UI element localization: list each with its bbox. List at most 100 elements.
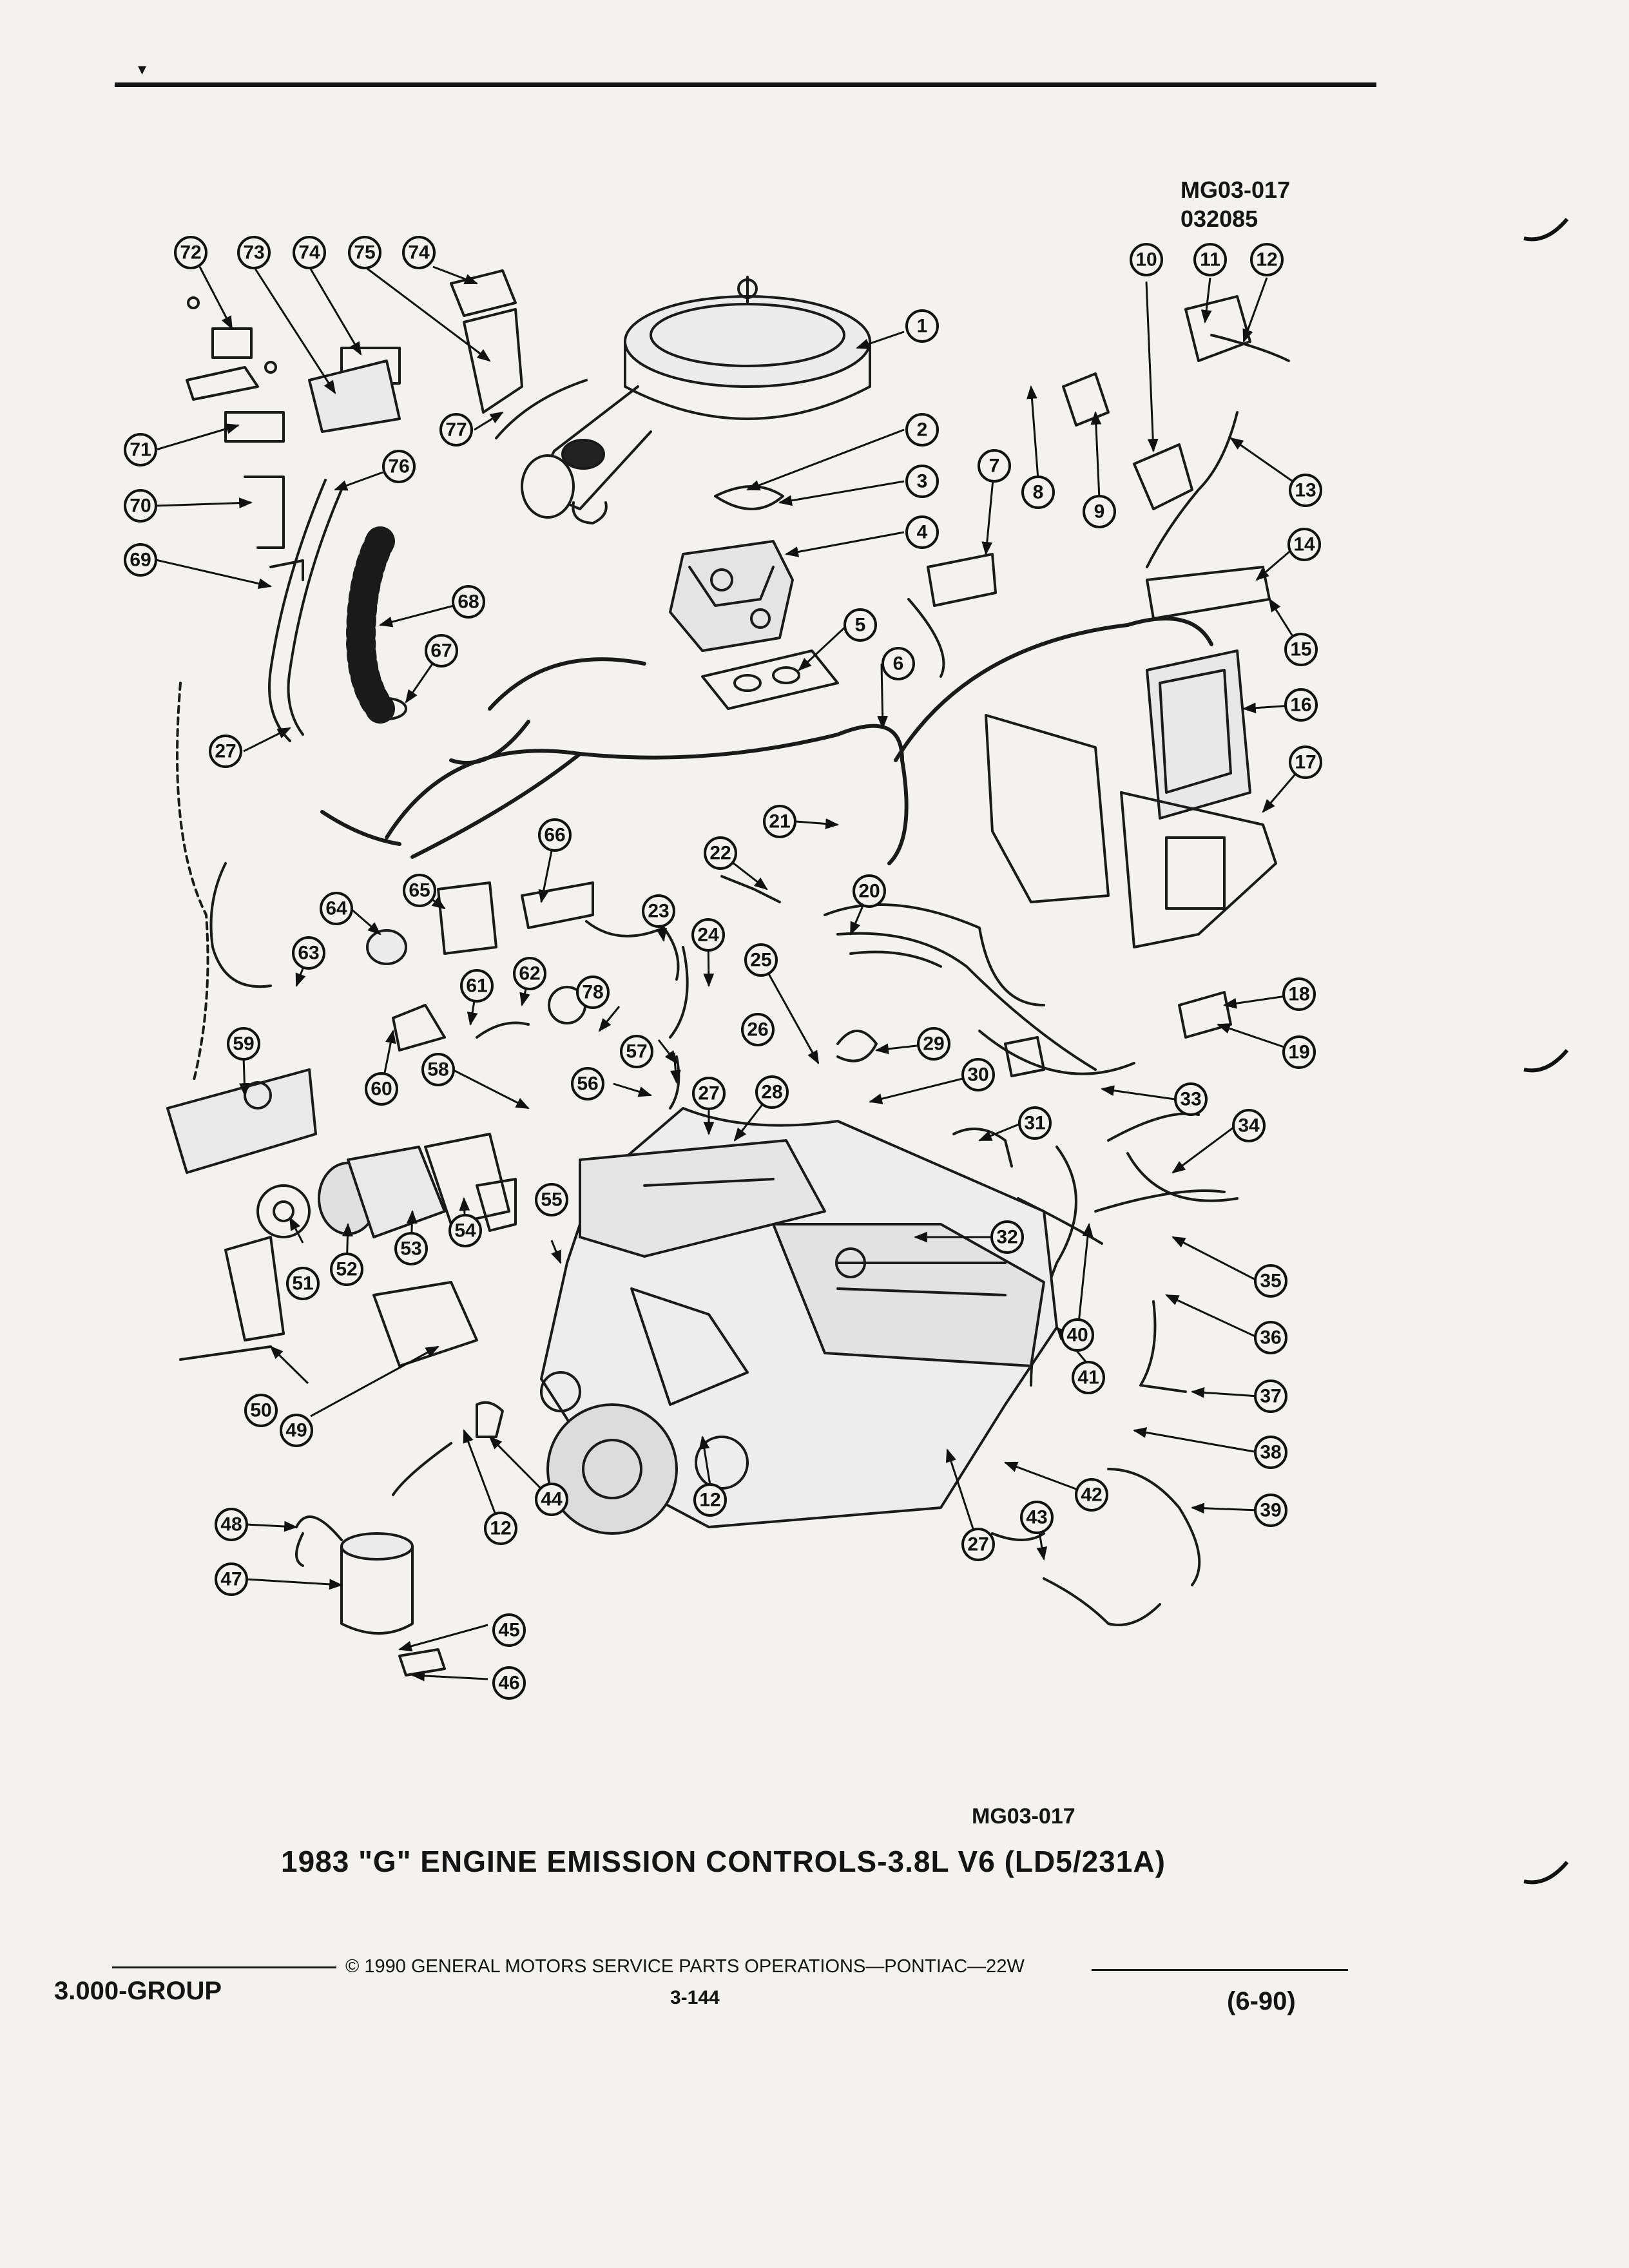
air-cleaner-drawing	[521, 276, 871, 524]
stray-mark: ▾	[138, 59, 147, 79]
footer-page-number: 3-144	[670, 1987, 720, 2008]
callout-27-left: 27	[215, 741, 236, 762]
callout-74-right: 74	[408, 242, 430, 264]
callout-33: 33	[1180, 1089, 1201, 1110]
callout-36: 36	[1260, 1327, 1281, 1349]
callout-20: 20	[858, 881, 880, 902]
callout-75: 75	[354, 242, 375, 264]
callout-9: 9	[1094, 501, 1105, 523]
callout-71: 71	[130, 439, 151, 461]
callout-32: 32	[996, 1227, 1017, 1248]
callout-61: 61	[466, 975, 487, 997]
callout-11: 11	[1200, 249, 1220, 271]
callout-59: 59	[233, 1033, 254, 1055]
leader-lines	[155, 265, 1307, 1682]
engine-block-drawing	[540, 1107, 1058, 1535]
callout-60: 60	[371, 1079, 392, 1100]
callout-35: 35	[1260, 1271, 1281, 1292]
callout-44: 44	[541, 1489, 563, 1510]
callout-40: 40	[1066, 1325, 1088, 1346]
callout-24: 24	[697, 925, 719, 946]
header-reference: MG03-017 032085	[1181, 175, 1290, 233]
callout-23: 23	[648, 901, 669, 922]
callout-37: 37	[1260, 1386, 1281, 1407]
callout-3: 3	[917, 471, 928, 492]
margin-mark-3	[1523, 1861, 1569, 1885]
callout-39: 39	[1260, 1500, 1281, 1521]
callout-26: 26	[747, 1019, 768, 1041]
callout-62: 62	[519, 963, 540, 985]
top-left-parts-drawing	[186, 269, 588, 581]
callout-34: 34	[1238, 1115, 1260, 1137]
callout-4: 4	[917, 522, 928, 543]
illustration	[166, 269, 1290, 1677]
callout-48: 48	[220, 1514, 242, 1535]
carburetor-drawing	[669, 485, 839, 710]
callout-15: 15	[1290, 639, 1311, 660]
footer-date: (6-90)	[1227, 1987, 1296, 2015]
figure-title: 1983 "G" ENGINE EMISSION CONTROLS-3.8L V…	[281, 1845, 1166, 1878]
footer-group: 3.000-GROUP	[54, 1977, 222, 2005]
callout-42: 42	[1081, 1485, 1102, 1506]
callout-27-center: 27	[698, 1083, 719, 1104]
footer-copyright: © 1990 GENERAL MOTORS SERVICE PARTS OPER…	[345, 1956, 1025, 1977]
callout-49: 49	[285, 1420, 307, 1441]
callout-29: 29	[923, 1033, 944, 1055]
callout-64: 64	[325, 898, 347, 919]
callout-76: 76	[388, 456, 409, 477]
callout-22: 22	[709, 843, 731, 864]
margin-mark-2	[1523, 1049, 1569, 1073]
callout-47: 47	[220, 1569, 242, 1590]
callout-52: 52	[336, 1259, 357, 1280]
callout-10: 10	[1135, 249, 1157, 271]
callout-63: 63	[298, 943, 319, 964]
callout-38: 38	[1260, 1442, 1281, 1463]
callout-18: 18	[1288, 984, 1309, 1005]
callout-69: 69	[130, 550, 151, 571]
header-ref-code: MG03-017	[1181, 177, 1291, 203]
callout-8: 8	[1033, 482, 1044, 503]
callout-31: 31	[1024, 1113, 1045, 1134]
callout-30: 30	[967, 1064, 988, 1086]
callout-66: 66	[544, 825, 565, 846]
callout-72: 72	[180, 242, 201, 264]
callout-5: 5	[855, 615, 866, 636]
convoluted-hose-drawing	[346, 526, 407, 724]
callout-77: 77	[445, 419, 467, 441]
canister-drawing	[295, 1401, 504, 1677]
callout-65: 65	[409, 880, 430, 901]
callout-54: 54	[454, 1220, 476, 1242]
callout-73: 73	[243, 242, 264, 264]
callout-68: 68	[458, 591, 479, 613]
callout-14: 14	[1293, 534, 1315, 555]
callout-67: 67	[430, 640, 452, 662]
callout-46: 46	[498, 1673, 519, 1694]
footer-rule-left	[112, 1966, 336, 1968]
callout-12-lower-left: 12	[490, 1518, 511, 1539]
left-hoses-drawing	[176, 479, 689, 1084]
callout-7: 7	[989, 456, 1000, 477]
callout-57: 57	[626, 1041, 647, 1062]
callout-53: 53	[400, 1238, 421, 1260]
callout-27-bottom: 27	[967, 1534, 988, 1555]
callout-78: 78	[582, 982, 603, 1003]
callout-6: 6	[893, 653, 904, 675]
callout-17: 17	[1295, 752, 1316, 773]
callout-19: 19	[1288, 1042, 1309, 1063]
callout-labels: 1 2 3 4 5 6 7 8 9 10 11 12 13 14 15 16 1…	[124, 236, 1322, 1700]
callout-25: 25	[750, 950, 771, 971]
callout-74-left: 74	[298, 242, 320, 264]
callout-55: 55	[541, 1189, 562, 1211]
callout-51: 51	[292, 1273, 313, 1294]
header-rule	[115, 82, 1376, 87]
callout-45: 45	[498, 1620, 519, 1641]
callout-28: 28	[761, 1082, 782, 1103]
wiring-harness-drawing	[320, 617, 1213, 865]
callout-58: 58	[427, 1059, 448, 1081]
callout-21: 21	[769, 811, 790, 832]
callout-50: 50	[250, 1400, 271, 1421]
callout-2: 2	[917, 419, 928, 441]
callout-12: 12	[1256, 249, 1277, 271]
